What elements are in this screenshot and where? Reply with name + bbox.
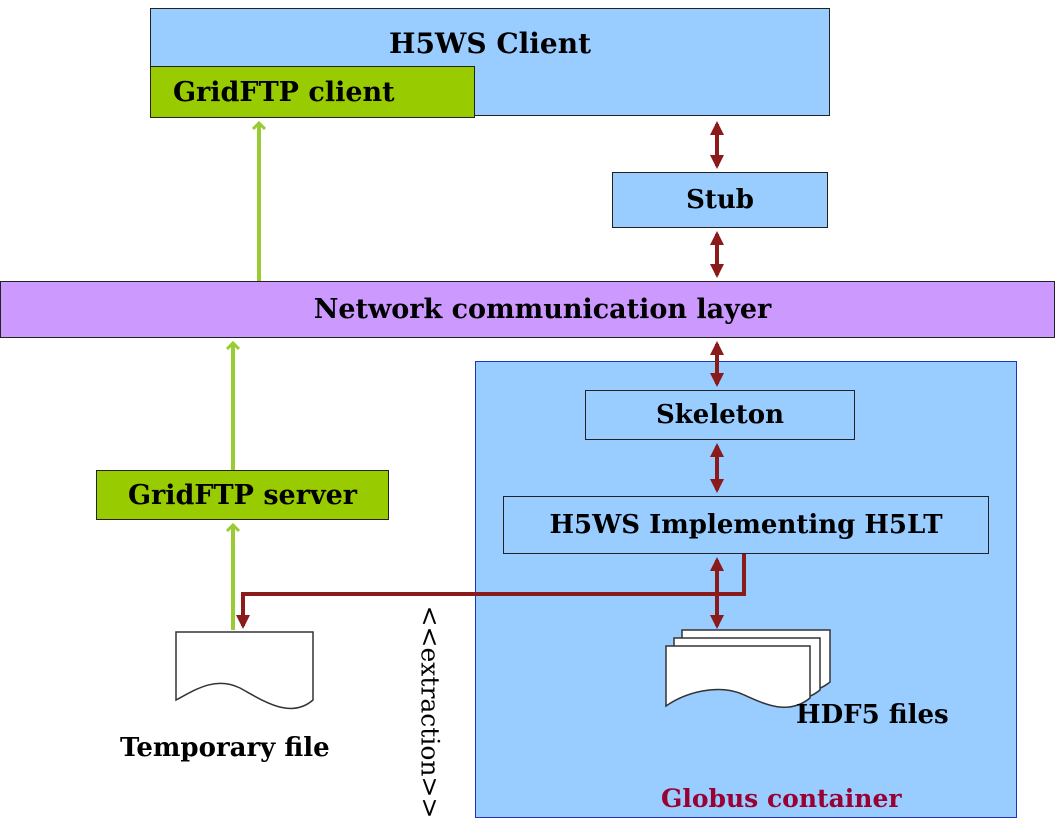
- gridftp-server-box: GridFTP server: [96, 470, 389, 520]
- extraction-label: <<extraction>>: [415, 605, 445, 819]
- red-extraction-path: [236, 554, 746, 629]
- skeleton-label: Skeleton: [655, 400, 784, 430]
- h5ws-implementation-box: H5WS Implementing H5LT: [503, 496, 989, 554]
- h5ws-implementation-label: H5WS Implementing H5LT: [549, 510, 943, 540]
- hdf5-files-icon: [665, 629, 831, 708]
- gridftp-client-label: GridFTP client: [173, 76, 395, 108]
- h5ws-client-label: H5WS Client: [388, 27, 591, 60]
- network-layer-box: Network communication layer: [0, 281, 1055, 338]
- network-layer-label: Network communication layer: [313, 294, 772, 325]
- skeleton-box: Skeleton: [585, 390, 855, 440]
- gridftp-server-label: GridFTP server: [127, 479, 358, 511]
- stub-label: Stub: [686, 185, 754, 215]
- hdf5-files-label: HDF5 files: [796, 700, 949, 730]
- stub-box: Stub: [612, 172, 828, 228]
- globus-container-label: Globus container: [661, 784, 902, 813]
- temporary-file-label: Temporary file: [120, 733, 330, 763]
- temporary-file-icon: [175, 631, 314, 710]
- gridftp-client-box: GridFTP client: [150, 66, 475, 118]
